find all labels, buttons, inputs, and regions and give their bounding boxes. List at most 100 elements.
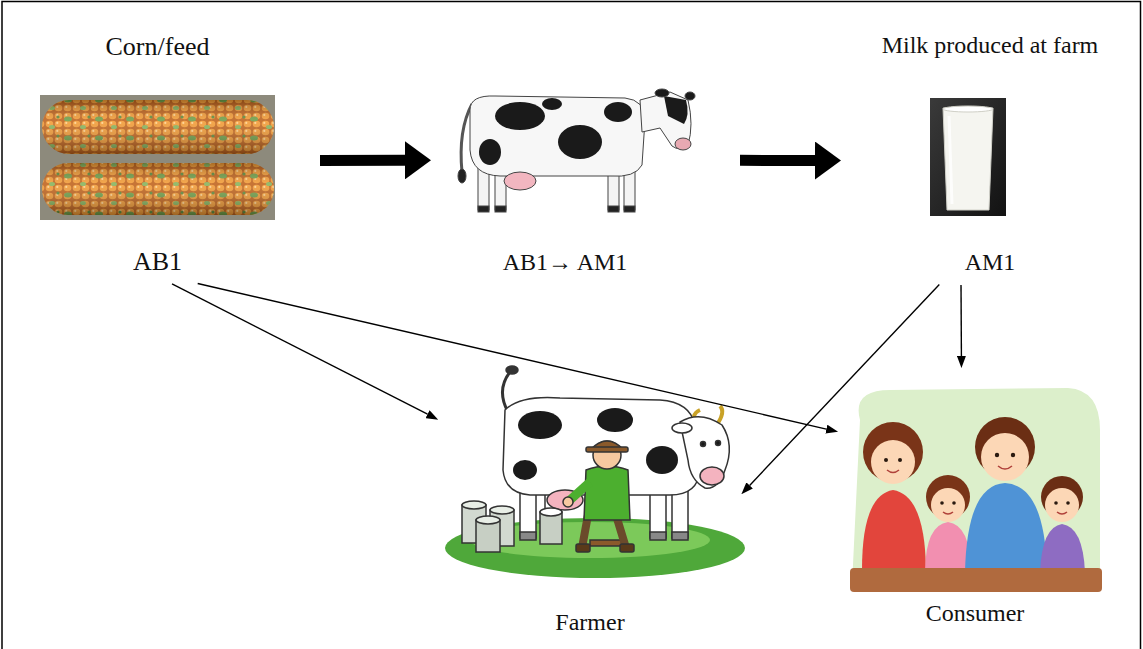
flow-arrow	[740, 155, 815, 166]
farmer-node: Farmer	[440, 365, 740, 643]
corn-photo	[42, 100, 274, 154]
family-illustration	[1066, 501, 1070, 505]
milk-glass-photo	[943, 108, 993, 210]
family-illustration	[943, 512, 953, 514]
family-illustration	[981, 433, 1029, 481]
consumer-node: Consumer	[840, 372, 1110, 634]
exposure-arrow	[750, 284, 940, 485]
family-illustration	[887, 466, 1067, 514]
farmer-milking-illustration	[520, 532, 536, 540]
farmer-milking-illustration	[570, 482, 590, 500]
corn-photo	[40, 95, 275, 220]
farmer-milking-illustration	[540, 512, 562, 544]
dairy-cow-photo	[608, 206, 619, 212]
farmer-milking-illustration	[506, 366, 518, 374]
farmer-milking-illustration	[646, 446, 678, 474]
cow-node: AB1→ AM1	[435, 85, 695, 283]
farmer-milking-illustration	[584, 466, 630, 520]
farmer-milking-illustration	[650, 532, 666, 540]
node-label: Farmer	[555, 609, 624, 637]
farmer-milking-illustration	[701, 442, 706, 447]
dairy-cow-photo	[495, 102, 545, 130]
family-illustration	[965, 483, 1047, 572]
farmer-milking-illustration	[540, 508, 562, 516]
dairy-cow-photo	[675, 138, 691, 150]
exposure-arrow	[198, 283, 827, 429]
farmer-milking-illustration	[672, 423, 692, 433]
exposure-arrow	[960, 285, 962, 356]
dairy-cow-photo	[470, 96, 645, 176]
milk-glass-photo	[949, 116, 952, 204]
farmer-milking-illustration	[597, 408, 633, 432]
farmer-milking-illustration	[462, 501, 486, 509]
dairy-cow-photo	[604, 102, 632, 122]
family-illustration	[862, 490, 926, 570]
farmer-milking-illustration	[586, 447, 628, 452]
node-label: Consumer	[926, 600, 1025, 628]
dairy-cow-photo	[655, 89, 669, 97]
family-illustration	[931, 488, 965, 522]
family-illustration	[852, 388, 1100, 585]
exposure-arrow	[172, 284, 427, 414]
dairy-cow-photo	[458, 89, 695, 212]
node-label: AM1	[965, 249, 1016, 277]
flow-arrow	[320, 155, 405, 166]
corn-photo	[42, 163, 274, 215]
farmer-milking-illustration	[620, 544, 634, 552]
farmer-milking-illustration	[590, 540, 624, 546]
family-illustration	[1040, 524, 1085, 572]
corn-photo	[42, 100, 274, 154]
corn-photo	[42, 163, 274, 215]
family-illustration	[871, 440, 915, 484]
dairy-cow-photo	[558, 125, 602, 159]
farmer-milking-illustration	[490, 506, 514, 514]
dairy-cow-photo	[478, 206, 489, 212]
family-illustration	[995, 453, 999, 457]
milk-glass-photo	[930, 98, 1006, 216]
family-illustration	[1054, 501, 1058, 505]
farmer-milking-illustration	[700, 467, 724, 485]
dairy-cow-photo	[685, 92, 695, 100]
farmer-milking-illustration	[576, 544, 590, 552]
farmer-milking-illustration	[672, 532, 688, 540]
family-illustration	[850, 388, 1102, 592]
dairy-cow-photo	[458, 169, 466, 183]
farmer-milking-illustration	[513, 460, 537, 480]
milk-node: Milk produced at farmAM1	[845, 28, 1135, 283]
node-label: Corn/feed	[106, 32, 210, 62]
dairy-cow-photo	[542, 98, 562, 110]
family-illustration	[898, 458, 902, 462]
farmer-milking-illustration	[445, 366, 745, 578]
dairy-cow-photo	[664, 96, 688, 124]
dairy-cow-photo	[479, 139, 501, 165]
farmer-milking-illustration	[518, 411, 562, 439]
family-illustration	[925, 522, 971, 570]
family-illustration	[850, 568, 1102, 592]
farmer-milking-illustration	[476, 520, 500, 552]
family-illustration	[887, 470, 899, 473]
family-illustration	[1057, 512, 1067, 514]
dairy-cow-photo	[504, 172, 536, 190]
family-illustration	[952, 501, 956, 505]
dairy-cow-photo	[624, 206, 635, 212]
node-label: Milk produced at farm	[882, 32, 1099, 60]
connector-group	[172, 160, 961, 485]
corn-photo	[42, 163, 274, 215]
dairy-cow-photo	[495, 206, 506, 212]
milk-glass-photo	[930, 98, 1006, 216]
family-illustration	[998, 466, 1012, 469]
farmer-milking-illustration	[445, 518, 745, 578]
node-label: AB1	[133, 247, 182, 277]
farmer-milking-illustration	[563, 497, 573, 507]
corn-photo	[42, 100, 274, 154]
family-illustration	[884, 453, 1070, 505]
farmer-milking-illustration	[716, 441, 721, 446]
family-illustration	[1045, 488, 1079, 522]
farmer-milking-illustration	[476, 516, 500, 524]
family-illustration	[884, 458, 888, 462]
